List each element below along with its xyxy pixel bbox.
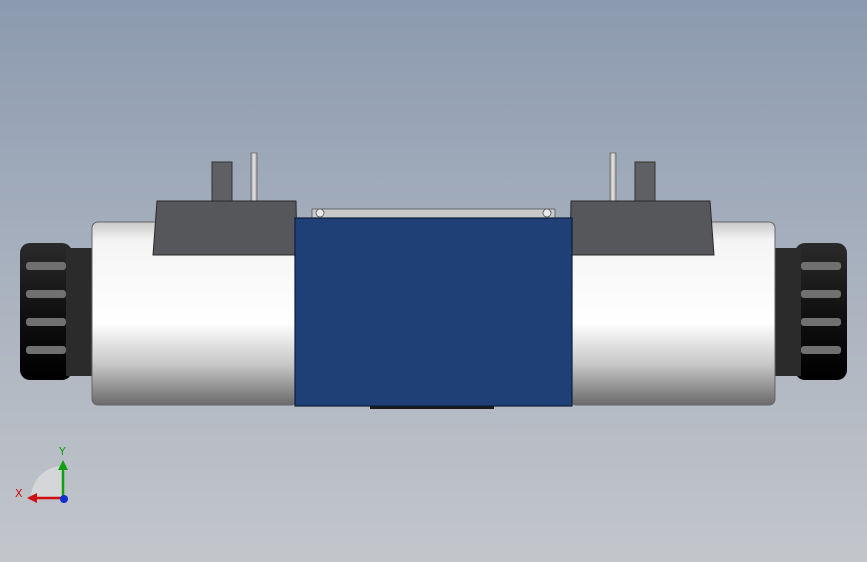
right-knob xyxy=(773,243,847,380)
right-connector xyxy=(569,152,715,256)
axis-triad: Y X xyxy=(15,445,68,503)
x-axis-label: X xyxy=(15,487,23,500)
left-connector xyxy=(152,152,298,256)
left-knob xyxy=(20,243,94,380)
valve-body xyxy=(294,208,573,409)
y-axis-label: Y xyxy=(58,445,66,458)
triad-plane-indicator xyxy=(31,466,63,498)
